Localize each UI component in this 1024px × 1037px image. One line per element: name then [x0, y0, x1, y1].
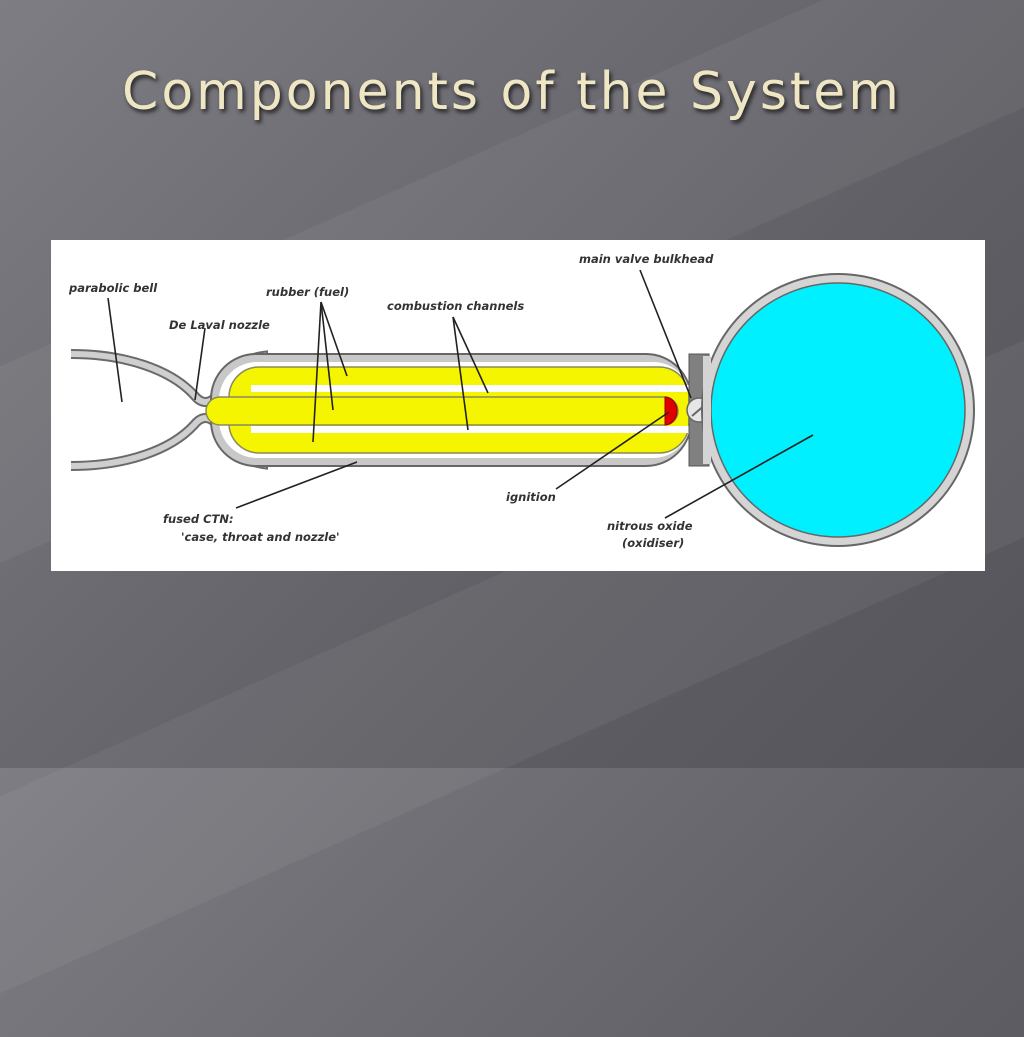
label-main-valve-bulkhead: main valve bulkhead: [579, 252, 714, 266]
label-fused-ctn: fused CTN:: [163, 512, 234, 526]
slide-title: Components of the System: [122, 62, 902, 122]
label-nitrous-oxide: nitrous oxide: [607, 519, 693, 533]
combustion-channel-upper: [251, 385, 689, 392]
label-combustion-channels: combustion channels: [387, 299, 524, 313]
label-parabolic-bell: parabolic bell: [68, 281, 158, 295]
tank-junction: [703, 356, 711, 464]
label-oxidiser: (oxidiser): [622, 536, 684, 550]
fuel-inner-core: [205, 396, 679, 426]
diagram-canvas: parabolic bell De Laval nozzle rubber (f…: [68, 252, 975, 550]
label-fused-ctn-detail: 'case, throat and nozzle': [181, 530, 340, 544]
ignition-element: [664, 396, 678, 426]
leader-lines: [107, 269, 814, 519]
oxidiser-tank-contents: [710, 282, 966, 538]
label-de-laval-nozzle: De Laval nozzle: [169, 318, 270, 332]
label-ignition: ignition: [506, 490, 556, 504]
label-rubber-fuel: rubber (fuel): [266, 285, 349, 299]
combustion-channel-lower: [251, 426, 689, 433]
hybrid-rocket-diagram: parabolic bell De Laval nozzle rubber (f…: [51, 240, 985, 571]
